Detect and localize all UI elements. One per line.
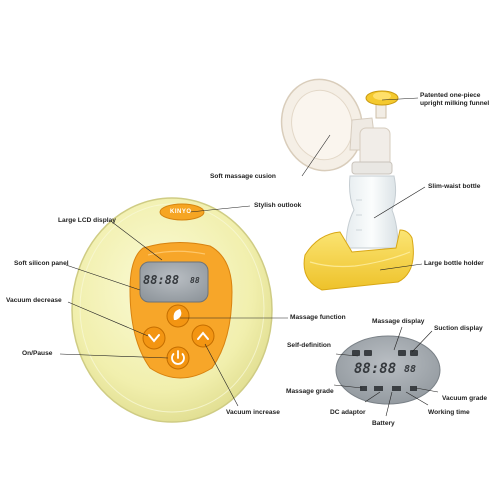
label-dc-adaptor: DC adaptor xyxy=(330,409,366,416)
label-large-lcd-display: Large LCD display xyxy=(58,217,116,224)
lcd-panel-small-digits: 88 xyxy=(404,364,417,375)
label-vacuum-grade: Vacuum grade xyxy=(442,395,488,402)
brand-label: KINYO xyxy=(170,209,192,215)
label-patented-funnel: Patented one-piece upright milking funne… xyxy=(420,92,490,107)
label-battery: Battery xyxy=(372,420,395,427)
label-soft-silicon-panel: Soft silicon panel xyxy=(14,260,69,267)
label-stylish-outlook: Stylish outlook xyxy=(254,202,302,209)
label-massage-function: Massage function xyxy=(290,314,346,321)
bottle-holder xyxy=(303,229,414,291)
pump-lcd-digits: 88:88 xyxy=(143,273,180,287)
leader-lines xyxy=(59,97,439,417)
label-slim-waist-bottle: Slim-waist bottle xyxy=(428,183,481,190)
label-large-bottle-holder: Large bottle holder xyxy=(424,260,484,267)
label-suction-display: Suction display xyxy=(434,325,483,332)
label-on-pause: On/Pause xyxy=(22,350,53,357)
funnel-valve xyxy=(365,90,399,119)
label-vacuum-increase: Vacuum increase xyxy=(226,409,280,416)
pump-body xyxy=(71,197,273,423)
label-self-definition: Self-definition xyxy=(287,342,331,349)
label-working-time: Working time xyxy=(428,409,470,416)
label-vacuum-decrease: Vacuum decrease xyxy=(6,297,62,304)
label-massage-grade: Massage grade xyxy=(286,388,334,395)
breast-funnel xyxy=(280,78,391,172)
label-soft-massage-cushion: Soft massage cusion xyxy=(210,173,276,180)
lcd-panel-digits: 88:88 xyxy=(354,361,397,377)
label-massage-display: Massage display xyxy=(372,318,425,325)
lcd-detail-panel xyxy=(335,335,441,405)
milk-bottle xyxy=(345,161,399,249)
pump-lcd-small-digits: 88 xyxy=(190,276,200,285)
